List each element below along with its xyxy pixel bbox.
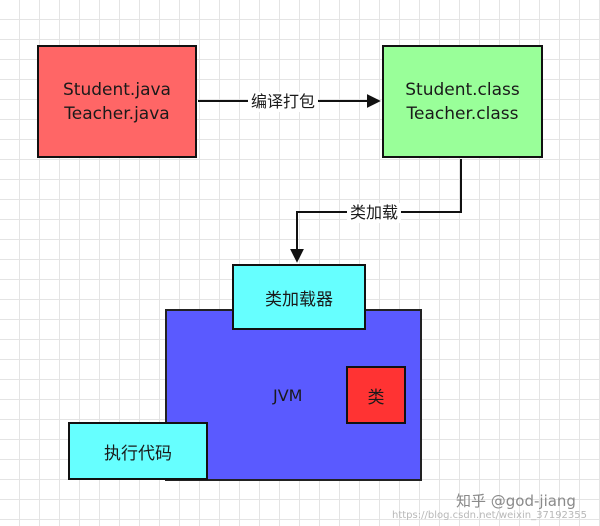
class-files-node: Student.class Teacher.class [382, 45, 543, 158]
class-file-student: Student.class [405, 79, 520, 100]
watermark: 知乎 @god-jiang [456, 492, 576, 510]
execute-code-node: 执行代码 [68, 422, 208, 480]
execute-code-label: 执行代码 [104, 443, 172, 464]
class-file-teacher: Teacher.class [406, 103, 519, 124]
source-file-teacher: Teacher.java [64, 103, 170, 124]
jvm-label: JVM [273, 386, 303, 405]
watermark-url: https://blog.csdn.net/weixin_37192355 [392, 510, 588, 521]
source-files-node: Student.java Teacher.java [37, 45, 197, 158]
load-label: 类加载 [347, 203, 402, 223]
compile-label: 编译打包 [248, 92, 319, 112]
class-loader-node: 类加载器 [232, 264, 366, 330]
source-file-student: Student.java [63, 79, 171, 100]
class-label: 类 [367, 387, 385, 408]
class-loader-label: 类加载器 [265, 289, 333, 310]
class-node: 类 [346, 366, 406, 424]
